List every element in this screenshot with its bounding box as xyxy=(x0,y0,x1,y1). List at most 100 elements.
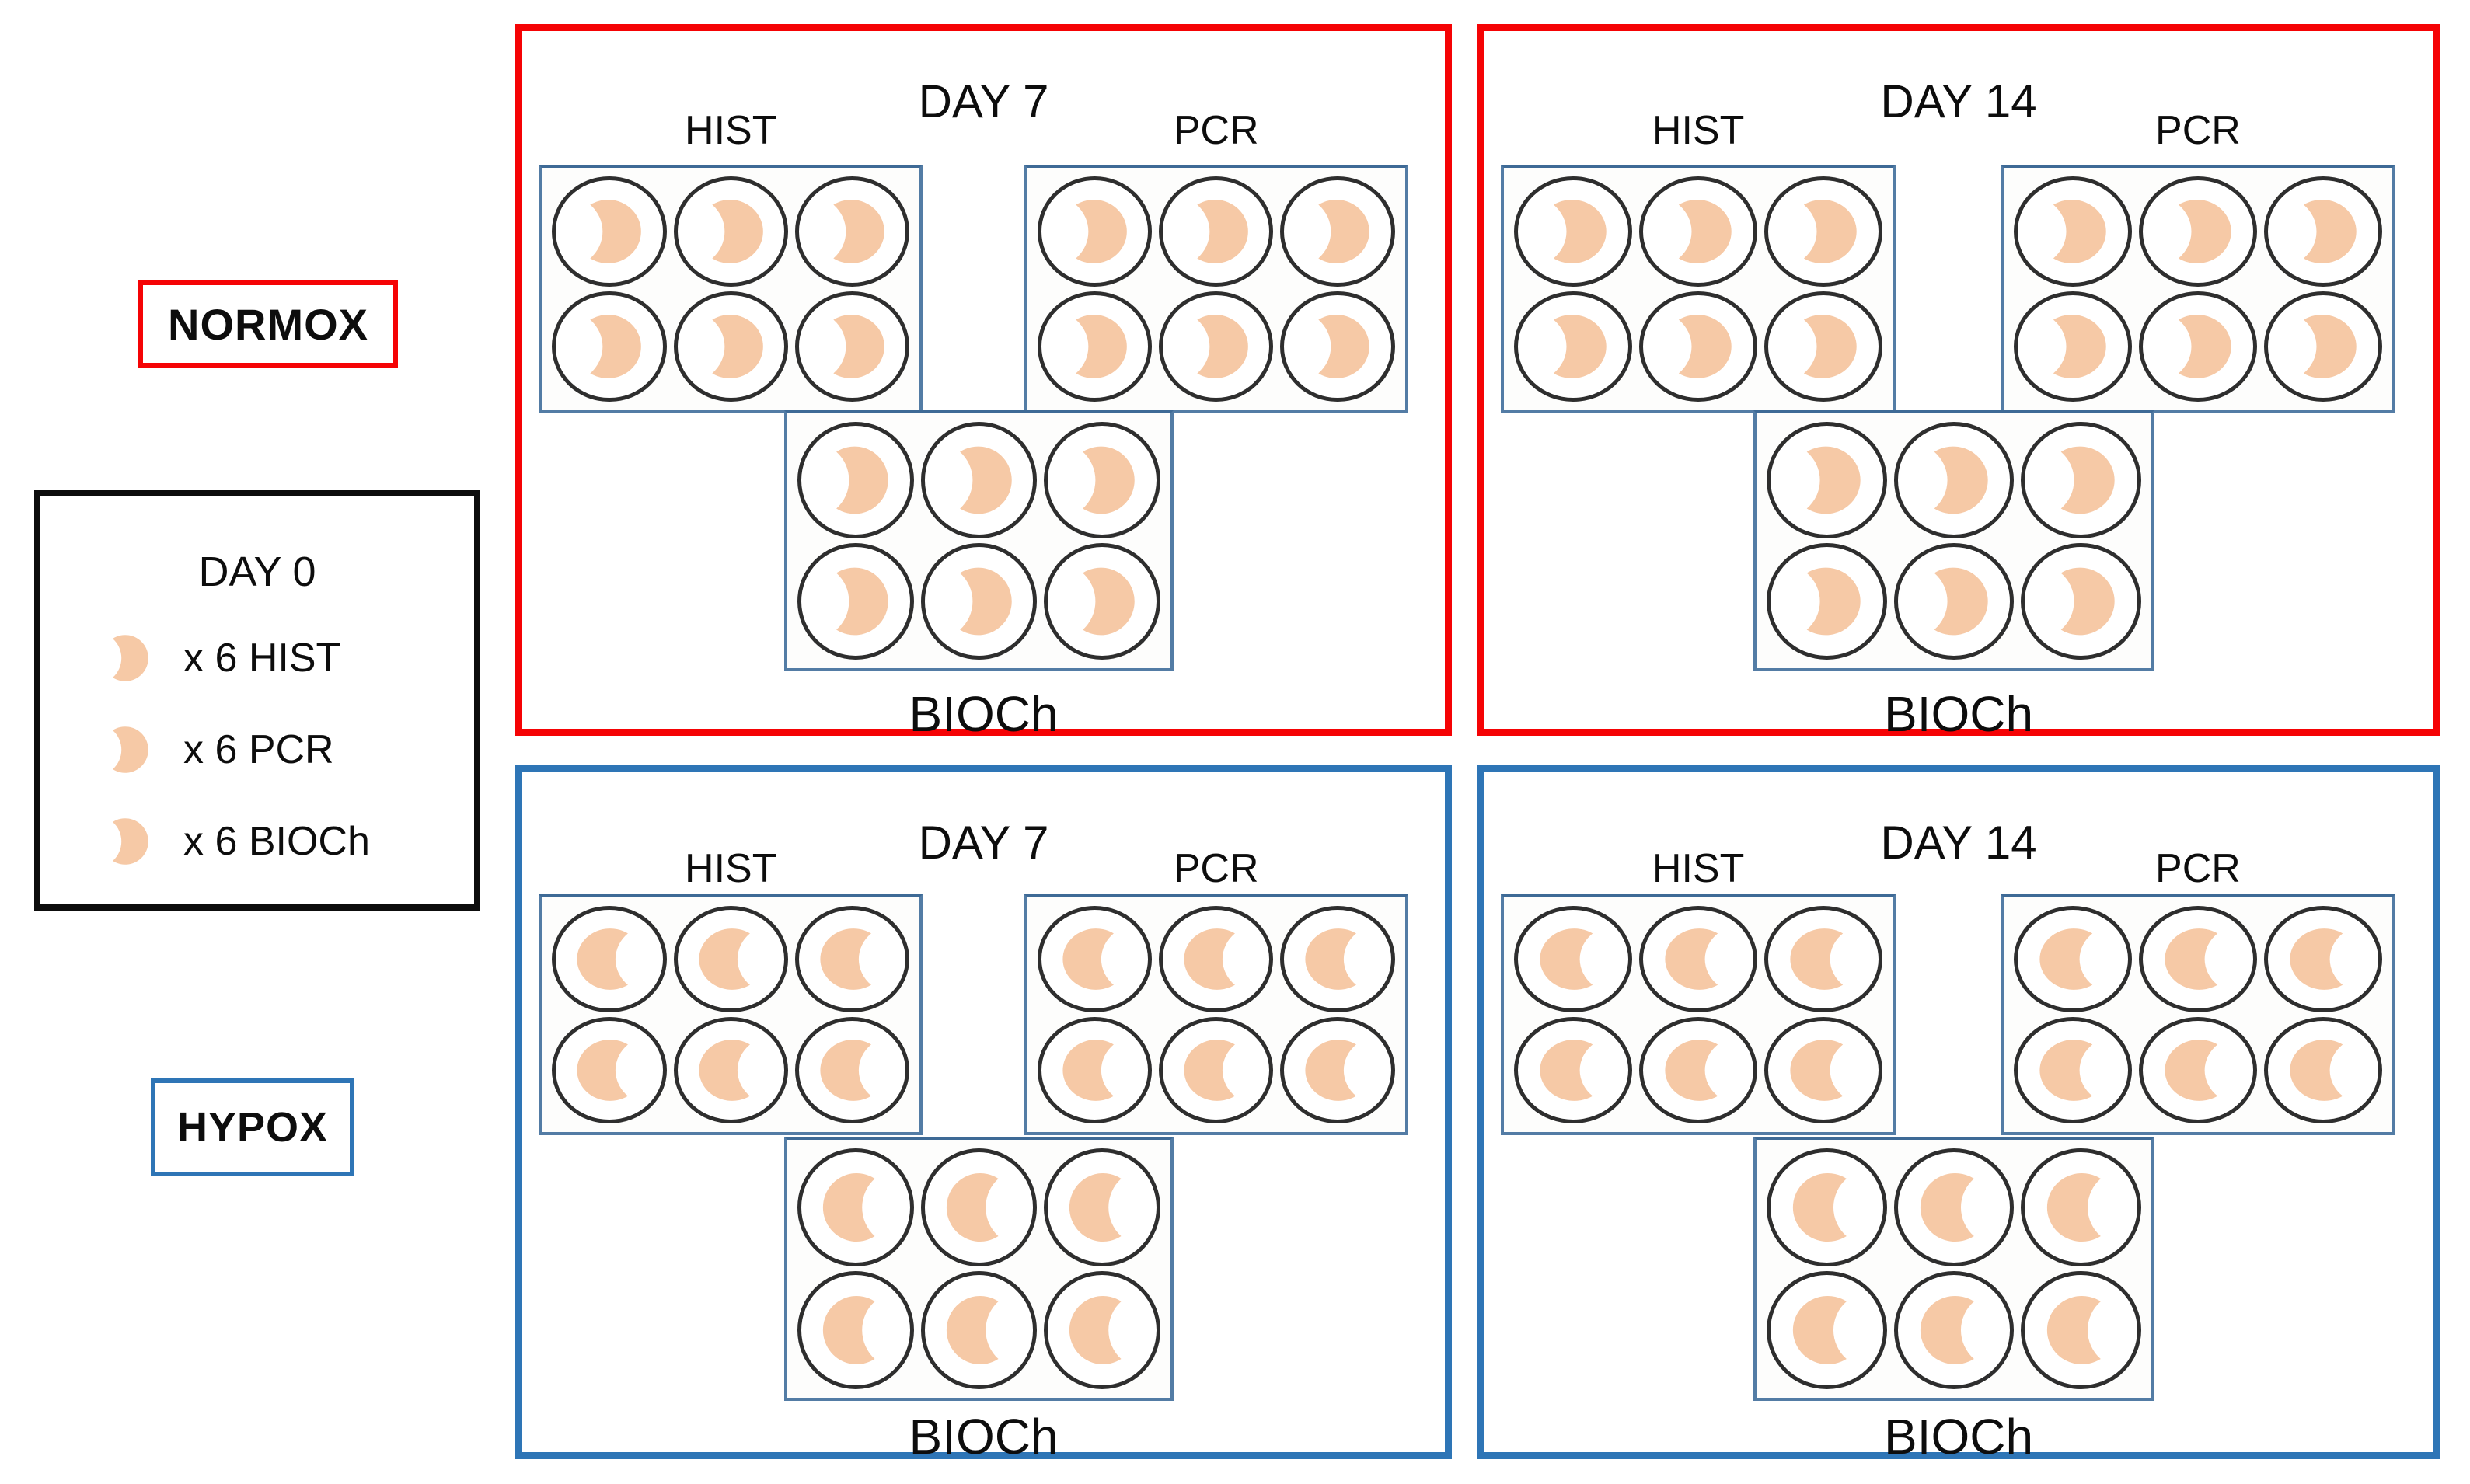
tissue-crescent-icon xyxy=(2053,200,2106,263)
tissue-crescent-icon xyxy=(820,1040,871,1101)
culture-well xyxy=(1513,1017,1633,1123)
plate-label-bioch: BIOCh xyxy=(909,686,1059,742)
tissue-crescent-icon xyxy=(2039,1040,2092,1101)
tissue-crescent-icon xyxy=(1792,1172,1847,1242)
tissue-crescent-icon xyxy=(1069,1295,1122,1365)
tissue-crescent-icon xyxy=(2290,1040,2343,1101)
tissue-crescent-icon xyxy=(2060,446,2115,514)
tissue-crescent-icon xyxy=(89,621,163,695)
tissue-crescent-icon xyxy=(2165,1040,2218,1101)
plate-label-hist: HIST xyxy=(1652,108,1745,153)
culture-well xyxy=(1639,291,1758,402)
culture-well xyxy=(1158,1017,1274,1123)
culture-well xyxy=(2138,906,2257,1012)
plate-label-hist: HIST xyxy=(685,108,777,153)
culture-well xyxy=(1037,291,1152,402)
culture-well xyxy=(1280,176,1395,287)
culture-well xyxy=(920,1148,1038,1266)
tissue-crescent-icon xyxy=(1184,928,1235,990)
well-plate-hist xyxy=(1500,165,1896,413)
tissue-crescent-icon xyxy=(2047,1295,2102,1365)
plate-label-pcr: PCR xyxy=(2155,846,2241,891)
culture-well xyxy=(1158,906,1274,1012)
day-title: DAY 14 xyxy=(1880,817,2037,869)
tissue-crescent-icon xyxy=(2290,928,2343,990)
culture-well xyxy=(1893,422,2015,538)
tissue-crescent-icon xyxy=(1540,928,1593,990)
legend-row-label: x 6 BIOCh xyxy=(183,819,370,864)
culture-well xyxy=(1764,291,1883,402)
tissue-crescent-icon xyxy=(2303,200,2357,263)
tissue-crescent-icon xyxy=(1678,200,1732,263)
culture-well xyxy=(2013,176,2132,287)
tissue-crescent-icon xyxy=(833,315,884,378)
tissue-crescent-icon xyxy=(820,928,871,990)
plate-label-bioch: BIOCh xyxy=(1883,686,2034,742)
tissue-crescent-icon xyxy=(2165,928,2218,990)
culture-well xyxy=(673,1017,788,1123)
tissue-crescent-icon xyxy=(590,200,642,263)
culture-well xyxy=(2013,1017,2132,1123)
culture-well xyxy=(1044,1148,1160,1266)
culture-well xyxy=(1764,906,1883,1012)
plate-label-pcr: PCR xyxy=(2155,108,2241,153)
culture-well xyxy=(1639,176,1758,287)
legend-row-label: x 6 PCR xyxy=(183,727,334,772)
tissue-crescent-icon xyxy=(946,1172,999,1242)
tissue-crescent-icon xyxy=(1076,200,1127,263)
culture-well xyxy=(1037,1017,1152,1123)
culture-well xyxy=(2013,906,2132,1012)
tissue-crescent-icon xyxy=(1305,1040,1357,1101)
tissue-crescent-icon xyxy=(89,712,163,787)
tissue-crescent-icon xyxy=(959,567,1012,636)
culture-well xyxy=(797,1271,914,1389)
well-plate-pcr xyxy=(1024,165,1408,413)
culture-well xyxy=(2138,1017,2257,1123)
culture-well xyxy=(1044,1271,1160,1389)
tissue-crescent-icon xyxy=(711,315,763,378)
culture-well xyxy=(920,543,1038,660)
plate-label-pcr: PCR xyxy=(1173,108,1259,153)
culture-well xyxy=(1893,1271,2015,1389)
culture-well xyxy=(2263,1017,2383,1123)
plate-label-bioch: BIOCh xyxy=(909,1409,1059,1465)
well-plate-bioch xyxy=(1753,410,2154,671)
legend-row-label: x 6 HIST xyxy=(183,636,341,681)
tissue-crescent-icon xyxy=(1062,928,1114,990)
well-plate-hist xyxy=(539,165,923,413)
tissue-crescent-icon xyxy=(1197,200,1248,263)
tissue-crescent-icon xyxy=(2178,315,2231,378)
culture-well xyxy=(2021,1271,2141,1389)
culture-well xyxy=(794,291,910,402)
well-plate-hist xyxy=(539,894,923,1135)
tissue-crescent-icon xyxy=(1318,315,1370,378)
tissue-crescent-icon xyxy=(822,1295,875,1365)
culture-well xyxy=(1639,906,1758,1012)
tissue-crescent-icon xyxy=(1806,567,1861,636)
culture-well xyxy=(794,1017,910,1123)
culture-well xyxy=(2263,291,2383,402)
culture-well xyxy=(2013,291,2132,402)
tissue-crescent-icon xyxy=(1069,1172,1122,1242)
culture-well xyxy=(673,906,788,1012)
tissue-crescent-icon xyxy=(2060,567,2115,636)
culture-well xyxy=(2021,543,2141,660)
tissue-crescent-icon xyxy=(1934,446,1988,514)
tissue-crescent-icon xyxy=(1934,567,1988,636)
tissue-crescent-icon xyxy=(577,928,629,990)
tissue-crescent-icon xyxy=(711,200,763,263)
culture-well xyxy=(1044,543,1160,660)
culture-well xyxy=(1037,176,1152,287)
hypox-group-label: HYPOX xyxy=(151,1078,354,1176)
culture-well xyxy=(2021,1148,2141,1266)
well-plate-pcr xyxy=(2000,894,2396,1135)
tissue-crescent-icon xyxy=(113,726,148,773)
tissue-crescent-icon xyxy=(1665,928,1718,990)
day0-title: DAY 0 xyxy=(198,549,316,595)
tissue-crescent-icon xyxy=(2053,315,2106,378)
well-plate-pcr xyxy=(2000,165,2396,413)
legend-row-bioch: x 6 BIOCh xyxy=(89,804,370,879)
tissue-crescent-icon xyxy=(1790,1040,1844,1101)
tissue-crescent-icon xyxy=(1184,1040,1235,1101)
